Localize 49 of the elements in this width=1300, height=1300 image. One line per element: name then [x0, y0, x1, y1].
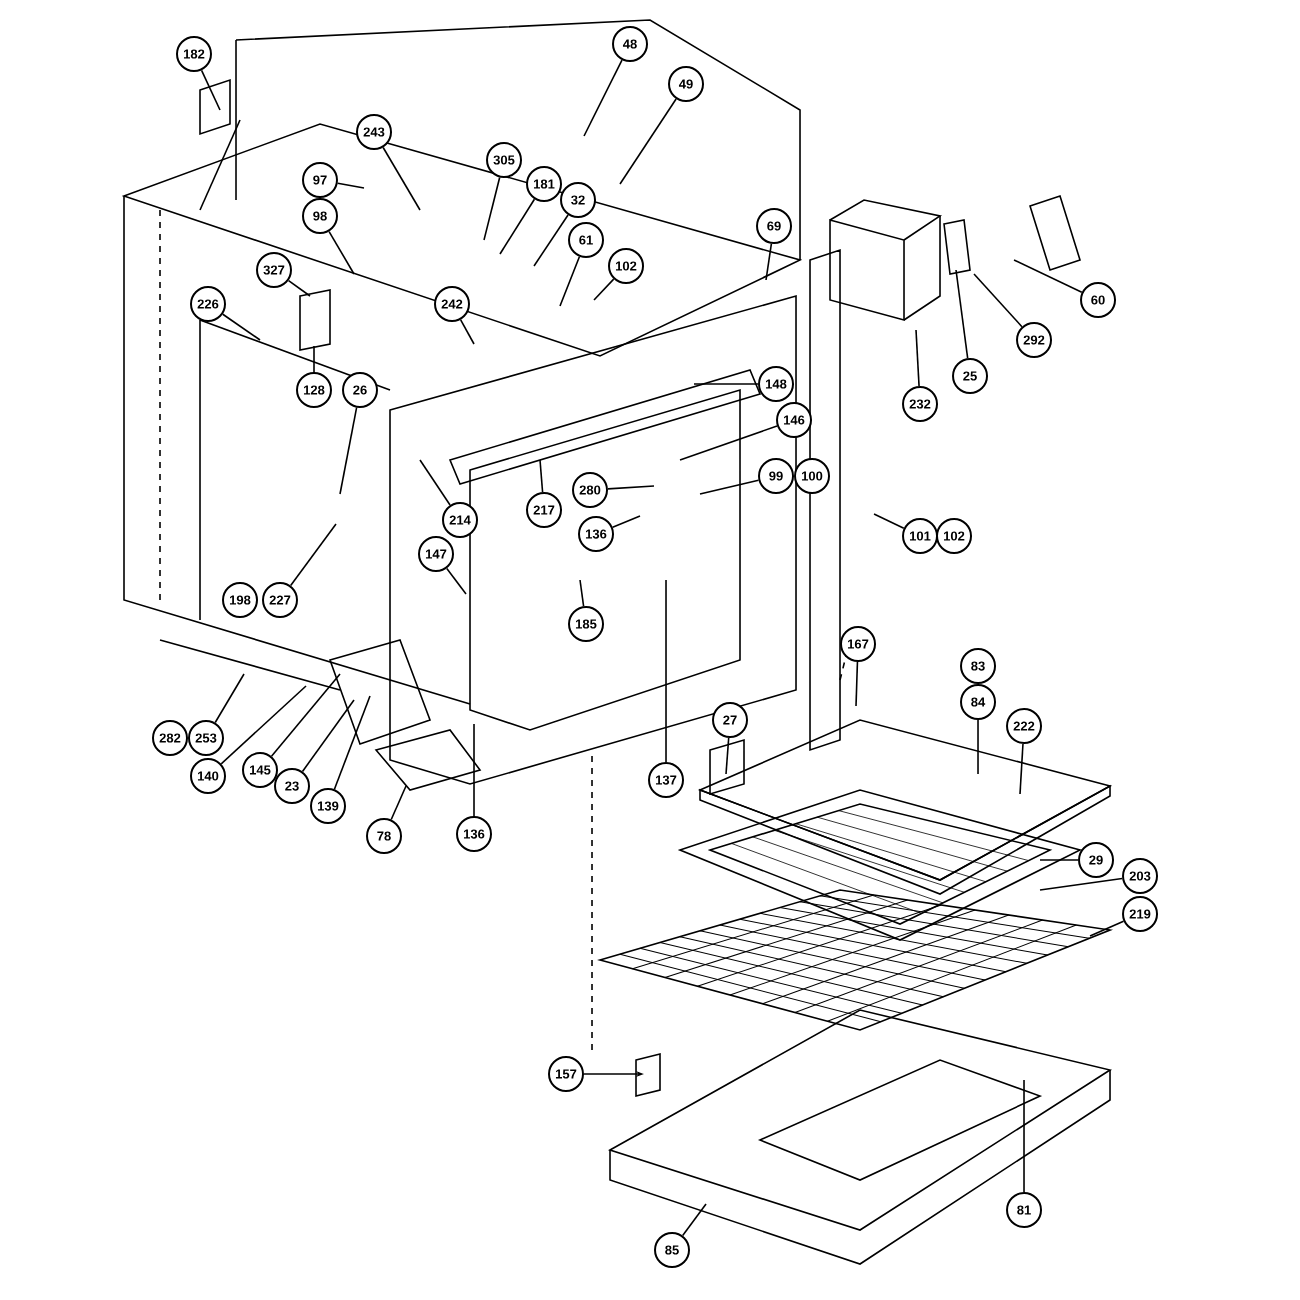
leader-line — [559, 255, 581, 307]
leader-line — [333, 695, 371, 790]
leader-line — [446, 567, 467, 595]
leader-line — [1019, 743, 1024, 795]
leader-line — [873, 513, 905, 530]
leader-line — [665, 579, 667, 763]
leader-line — [1039, 859, 1079, 861]
leader-line — [607, 485, 655, 490]
leader-line — [200, 69, 221, 111]
leader-line — [220, 685, 307, 765]
leader-line — [681, 1203, 707, 1237]
leader-line — [539, 459, 544, 493]
leader-line — [328, 230, 355, 275]
leader-line — [287, 279, 311, 297]
leader-line — [1089, 920, 1125, 937]
leader-line — [390, 785, 407, 821]
leader-line — [583, 59, 623, 137]
leader-line — [725, 737, 730, 775]
leader-line — [579, 579, 585, 607]
leader-line — [765, 243, 773, 281]
leader-line — [459, 318, 475, 345]
leader-line — [973, 273, 1023, 328]
leader-line — [977, 719, 979, 775]
leader-line — [1023, 1079, 1025, 1193]
leader-line — [214, 673, 245, 724]
leader-line — [699, 479, 760, 495]
leader-line — [611, 515, 641, 528]
leader-line — [693, 383, 759, 385]
leader-line — [593, 278, 615, 301]
leader-line — [382, 146, 421, 211]
leader-line — [313, 345, 315, 373]
leader-line — [855, 661, 859, 707]
leader-line — [1013, 259, 1083, 294]
leader-line — [419, 459, 451, 506]
leader-line — [289, 523, 337, 587]
leader-line — [619, 98, 677, 185]
leader-line — [301, 699, 355, 773]
leader-line — [336, 182, 365, 189]
leader-line — [955, 269, 969, 359]
leader-line — [915, 329, 920, 387]
leader-line — [473, 723, 475, 817]
leader-line — [483, 176, 501, 241]
leader-line — [679, 425, 778, 461]
leader-line — [339, 406, 358, 495]
leader-line — [499, 198, 536, 255]
leader-line — [270, 673, 341, 757]
leader-line — [533, 214, 569, 267]
leader-line — [222, 313, 261, 341]
leader-line — [1039, 877, 1123, 891]
